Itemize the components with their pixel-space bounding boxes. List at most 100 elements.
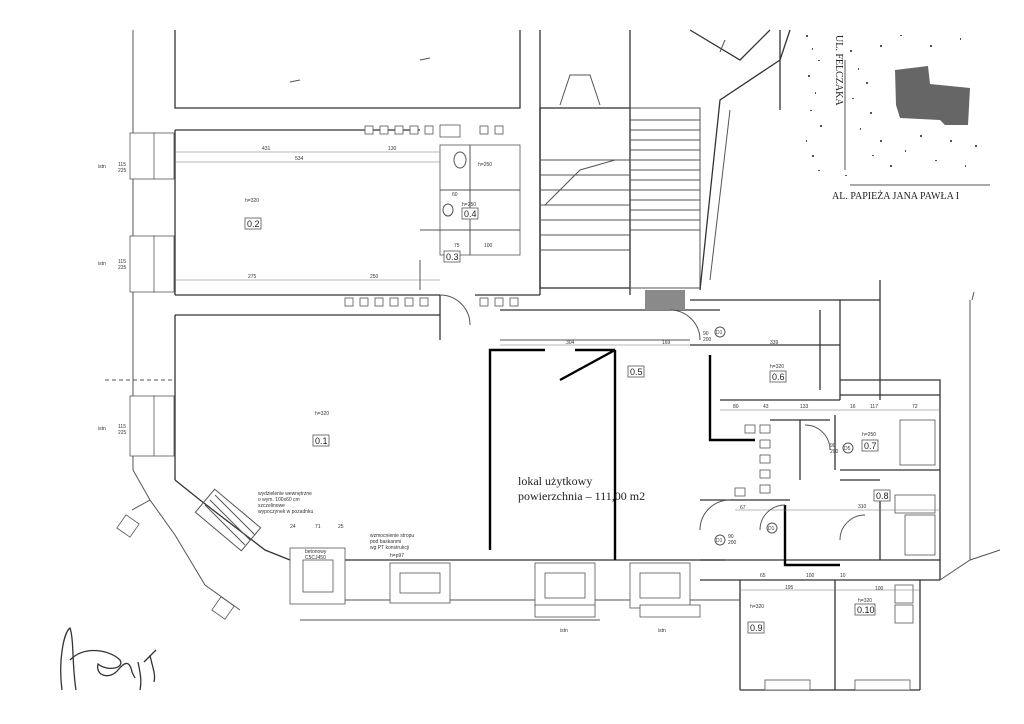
dim-67: 67 (740, 505, 746, 511)
dim-65: 65 (760, 573, 766, 579)
room-0-4: 0.4 (464, 209, 477, 219)
dim-195: 195 (785, 585, 794, 591)
door-label-4: D5 (844, 446, 851, 452)
door-width-3: 90 (830, 443, 836, 449)
dim-60: 60 (452, 192, 458, 198)
dim-339: 339 (770, 340, 779, 346)
door-height-2: 200 (728, 540, 737, 546)
dim-24: 24 (290, 524, 296, 530)
wall-note-2: o wym. 100x60 cm (258, 497, 300, 503)
door-label-2: D1 (716, 538, 723, 544)
istn-label-5: istn (658, 628, 666, 634)
diagonal-stair (116, 488, 262, 620)
dim-275: 275 (248, 274, 257, 280)
istn-labels: istn istn istn istn istn (98, 164, 666, 634)
wall-note-4: wypoczynek w pozadnku (258, 509, 314, 515)
furniture (894, 419, 936, 624)
dim-100-b: 100 (875, 586, 884, 592)
height-wc: h=250 (478, 162, 492, 168)
dim-225-c: 225 (118, 430, 127, 436)
dim-115-c: 115 (118, 424, 126, 430)
building-outline (105, 29, 1001, 691)
door-label-3: D1 (768, 526, 775, 532)
dim-100: 100 (806, 573, 815, 579)
beam-note-1: wzmocnienie stropu (370, 533, 414, 539)
dim-16: 16 (850, 404, 856, 410)
sanitary-block (419, 124, 521, 290)
istn-label-2: istn (98, 261, 106, 267)
dim-250: 250 (370, 274, 379, 280)
column-note-2: C5CJ450 (305, 555, 326, 561)
room-labels: h=320 0.2 h=320 0.1 0.3 h=250 0.4 h=250 … (244, 162, 891, 634)
fixture-boxes (344, 125, 771, 497)
room-0-8: 0.8 (876, 491, 889, 501)
building-marker (895, 66, 970, 125)
dim-80: 80 (733, 404, 739, 410)
dim-72: 72 (912, 404, 918, 410)
premises-outline (488, 339, 690, 560)
dim-133: 133 (800, 404, 809, 410)
wall-note-1: wydzielenie wewnętrzne (258, 491, 312, 497)
stair-steps (540, 107, 701, 289)
wall-note-3: szczelinowe (258, 503, 285, 509)
dim-534: 534 (295, 156, 304, 162)
dim-225-a: 225 (118, 168, 127, 174)
dim-115-a: 115 (118, 162, 126, 168)
door-height-1: 200 (703, 337, 712, 343)
room-0-2: 0.2 (247, 219, 260, 229)
room-0-3: 0.3 (446, 252, 459, 262)
dimension-lines (175, 151, 940, 591)
dim-130: 130 (388, 146, 397, 152)
door-width-1: 90 (703, 331, 709, 337)
premises-label: lokal użytkowy powierzchnia – 111,00 m2 (518, 474, 645, 503)
dimension-labels: 431 534 130 275 250 304 169 339 310 195 … (118, 146, 918, 592)
dim-75: 75 (454, 243, 460, 249)
dim-43: 43 (763, 404, 769, 410)
istn-label-1: istn (98, 164, 106, 170)
height-r10: h=320 (858, 598, 872, 604)
door-labels: D1 D1 D1 D5 90 200 90 200 90 200 (703, 326, 854, 546)
column-note-1: betonowy (305, 549, 327, 555)
dim-117: 117 (870, 404, 878, 410)
height-r02: h=320 (245, 198, 259, 204)
door-label-1: D1 (716, 330, 723, 336)
beam-note-2: pod baskanmi (370, 539, 401, 545)
misc-marks (289, 39, 975, 301)
height-r01: h=320 (315, 411, 329, 417)
dim-169: 169 (662, 340, 671, 346)
dim-310: 310 (858, 504, 867, 510)
signature (60, 626, 157, 691)
window-bays (289, 547, 911, 691)
dim-100-c: 100 (484, 243, 493, 249)
beam-note-3: wg PT konstrukcji (370, 545, 409, 551)
dim-25: 25 (338, 524, 344, 530)
dim-71: 71 (315, 524, 321, 530)
door-height-3: 200 (830, 449, 839, 455)
notes: wydzielenie wewnętrzne o wym. 100x60 cm … (258, 491, 414, 561)
height-r09: h=320 (750, 604, 764, 610)
beam-note-4: h=p97 (390, 553, 404, 559)
room-0-9: 0.9 (750, 623, 763, 633)
street-jana-pawla: AL. PAPIEŻA JANA PAWŁA I (832, 190, 959, 202)
street-felczaka: UL. FELCZAKA (833, 35, 844, 106)
istn-label-3: istn (98, 426, 106, 432)
dim-225-b: 225 (118, 265, 127, 271)
room-0-10: 0.10 (857, 605, 875, 615)
dim-10: 10 (840, 573, 846, 579)
dim-304: 304 (566, 340, 575, 346)
room-0-6: 0.6 (772, 372, 785, 382)
unit-name: lokal użytkowy (518, 474, 592, 488)
dim-115-b: 115 (118, 259, 126, 265)
dim-431: 431 (262, 146, 271, 152)
room-0-5: 0.5 (630, 367, 643, 377)
room-0-7: 0.7 (864, 441, 877, 451)
room-0-1: 0.1 (315, 436, 328, 446)
height-r07: h=250 (862, 432, 876, 438)
door-width-2: 90 (728, 534, 734, 540)
istn-label-4: istn (560, 628, 568, 634)
column-block (645, 290, 685, 310)
height-r06: h=320 (770, 364, 784, 370)
height-r04: h=250 (462, 202, 476, 208)
unit-area: powierzchnia – 111,00 m2 (518, 489, 645, 503)
